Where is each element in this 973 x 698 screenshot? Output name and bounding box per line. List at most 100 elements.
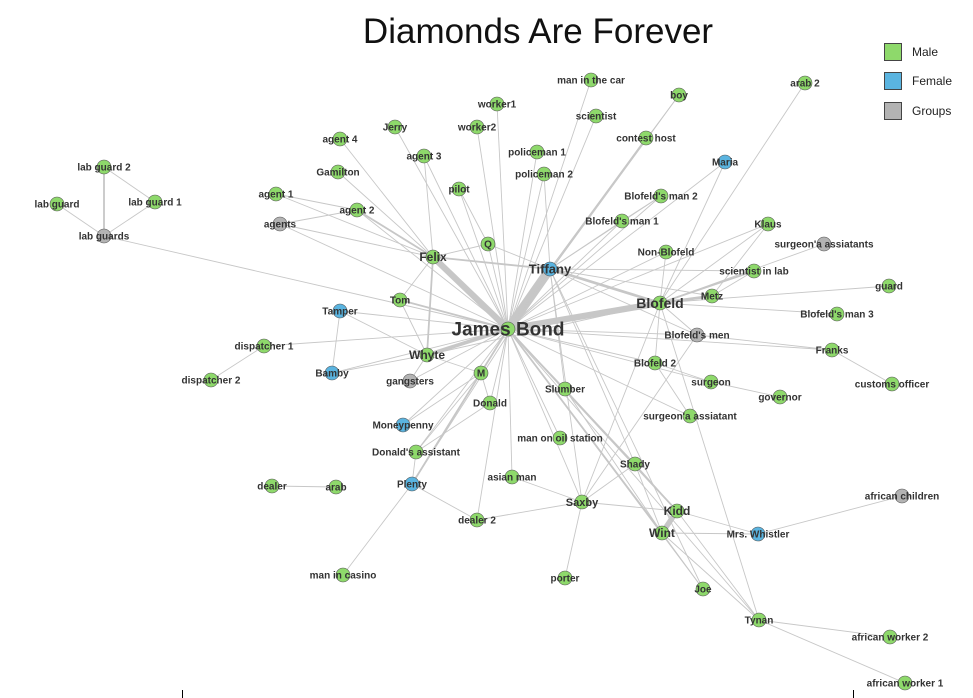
node-donald[interactable] [482, 395, 498, 411]
node-label-james-bond: James Bond [452, 320, 565, 341]
node-blofeld-2[interactable] [647, 355, 663, 371]
node-man-on-oil-station[interactable] [552, 430, 568, 446]
node-saxby[interactable] [574, 494, 590, 510]
node-shady[interactable] [627, 456, 643, 472]
node-lab-guard-2[interactable] [96, 159, 112, 175]
edge-james-bond-scientist [507, 115, 597, 330]
node-q[interactable] [480, 236, 496, 252]
node-worker2[interactable] [469, 119, 485, 135]
node-asian-man[interactable] [504, 469, 520, 485]
node-blofeld[interactable] [652, 295, 668, 311]
node-bamby[interactable] [324, 365, 340, 381]
edge-tynan-african-worker-2 [758, 619, 891, 638]
node-klaus[interactable] [760, 216, 776, 232]
node-felix[interactable] [425, 249, 441, 265]
node-lab-guard-1[interactable] [147, 194, 163, 210]
legend-swatch-groups [884, 101, 902, 120]
node-porter[interactable] [557, 570, 573, 586]
legend-label-groups: Groups [912, 103, 952, 118]
node-policeman-2[interactable] [536, 166, 552, 182]
node-agents[interactable] [272, 216, 288, 232]
node-agent-3[interactable] [416, 148, 432, 164]
node-worker1[interactable] [489, 96, 505, 112]
label-layer: James BondTiffanyFelixBlofeldWhyteKiddWi… [34, 76, 943, 690]
node-blofeld-s-man-1[interactable] [614, 213, 630, 229]
node-dealer[interactable] [264, 478, 280, 494]
node-dispatcher-2[interactable] [203, 372, 219, 388]
node-contest-host[interactable] [638, 130, 654, 146]
node-label-q: Q [484, 240, 492, 251]
node-slumber[interactable] [557, 381, 573, 397]
node-jerry[interactable] [387, 119, 403, 135]
node-gangsters[interactable] [402, 373, 418, 389]
node-guard[interactable] [881, 278, 897, 294]
node-gamilton[interactable] [330, 164, 346, 180]
node-african-worker-1[interactable] [897, 675, 913, 691]
node-man-in-casino[interactable] [335, 567, 351, 583]
node-arab-2[interactable] [797, 75, 813, 91]
node-governor[interactable] [772, 389, 788, 405]
node-agent-4[interactable] [332, 131, 348, 147]
node-label-policeman-2: policeman 2 [515, 170, 573, 181]
node-agent-1[interactable] [268, 186, 284, 202]
node-blofeld-s-men[interactable] [689, 327, 705, 343]
node-metz[interactable] [704, 288, 720, 304]
node-m[interactable] [473, 365, 489, 381]
node-moneypenny[interactable] [395, 417, 411, 433]
edge-james-bond-non-blofeld [507, 251, 667, 330]
node-pilot[interactable] [451, 181, 467, 197]
node-blofeld-s-man-3[interactable] [829, 306, 845, 322]
edge-saxby-asian-man [511, 476, 583, 503]
edge-tiffany-boy [549, 94, 680, 270]
node-tynan[interactable] [751, 612, 767, 628]
node-scientist-in-lab[interactable] [746, 263, 762, 279]
edge-wint-joe [661, 532, 704, 590]
node-surgeon-a-assiatants[interactable] [816, 236, 832, 252]
node-label-arab: arab [325, 483, 346, 494]
node-label-tamper: Tamper [322, 307, 357, 318]
edge-franks-customs-officer [831, 349, 893, 385]
node-maria[interactable] [717, 154, 733, 170]
edge-james-bond-gangsters [409, 328, 509, 382]
node-franks[interactable] [824, 342, 840, 358]
node-arab[interactable] [328, 479, 344, 495]
node-tamper[interactable] [332, 303, 348, 319]
edge-whyte-tamper [339, 310, 428, 356]
edge-tynan-african-worker-1 [758, 619, 906, 684]
node-surgeon-a-assiatant[interactable] [682, 408, 698, 424]
edge-agent-1-agent-2 [275, 193, 358, 211]
node-kidd[interactable] [669, 503, 685, 519]
edge-james-bond-q [487, 243, 509, 330]
edge-blofeld-blofeld-s-men [659, 302, 698, 336]
node-surgeon[interactable] [703, 374, 719, 390]
node-donald-s-assistant[interactable] [408, 444, 424, 460]
node-policeman-1[interactable] [529, 144, 545, 160]
node-dispatcher-1[interactable] [256, 338, 272, 354]
node-african-children[interactable] [894, 488, 910, 504]
node-label-asian-man: asian man [488, 473, 537, 484]
node-wint[interactable] [654, 525, 670, 541]
node-label-agent-1: agent 1 [258, 190, 293, 201]
node-boy[interactable] [671, 87, 687, 103]
edge-pilot-q [458, 188, 489, 245]
node-lab-guard[interactable] [49, 196, 65, 212]
node-joe[interactable] [695, 581, 711, 597]
node-mrs-whistler[interactable] [750, 526, 766, 542]
node-scientist[interactable] [588, 108, 604, 124]
node-tiffany[interactable] [542, 261, 558, 277]
node-whyte[interactable] [419, 347, 435, 363]
node-plenty[interactable] [404, 476, 420, 492]
node-dealer-2[interactable] [469, 512, 485, 528]
node-non-blofeld[interactable] [658, 244, 674, 260]
node-label-agent-2: agent 2 [339, 206, 374, 217]
node-customs-officer[interactable] [884, 376, 900, 392]
node-label-kidd: Kidd [664, 504, 691, 518]
node-james-bond[interactable] [500, 321, 516, 337]
node-african-worker-2[interactable] [882, 629, 898, 645]
node-label-maria: Maria [712, 158, 739, 169]
node-lab-guards[interactable] [96, 228, 112, 244]
node-man-in-the-car[interactable] [583, 72, 599, 88]
node-blofeld-s-man-2[interactable] [653, 188, 669, 204]
node-tom[interactable] [392, 292, 408, 308]
node-agent-2[interactable] [349, 202, 365, 218]
